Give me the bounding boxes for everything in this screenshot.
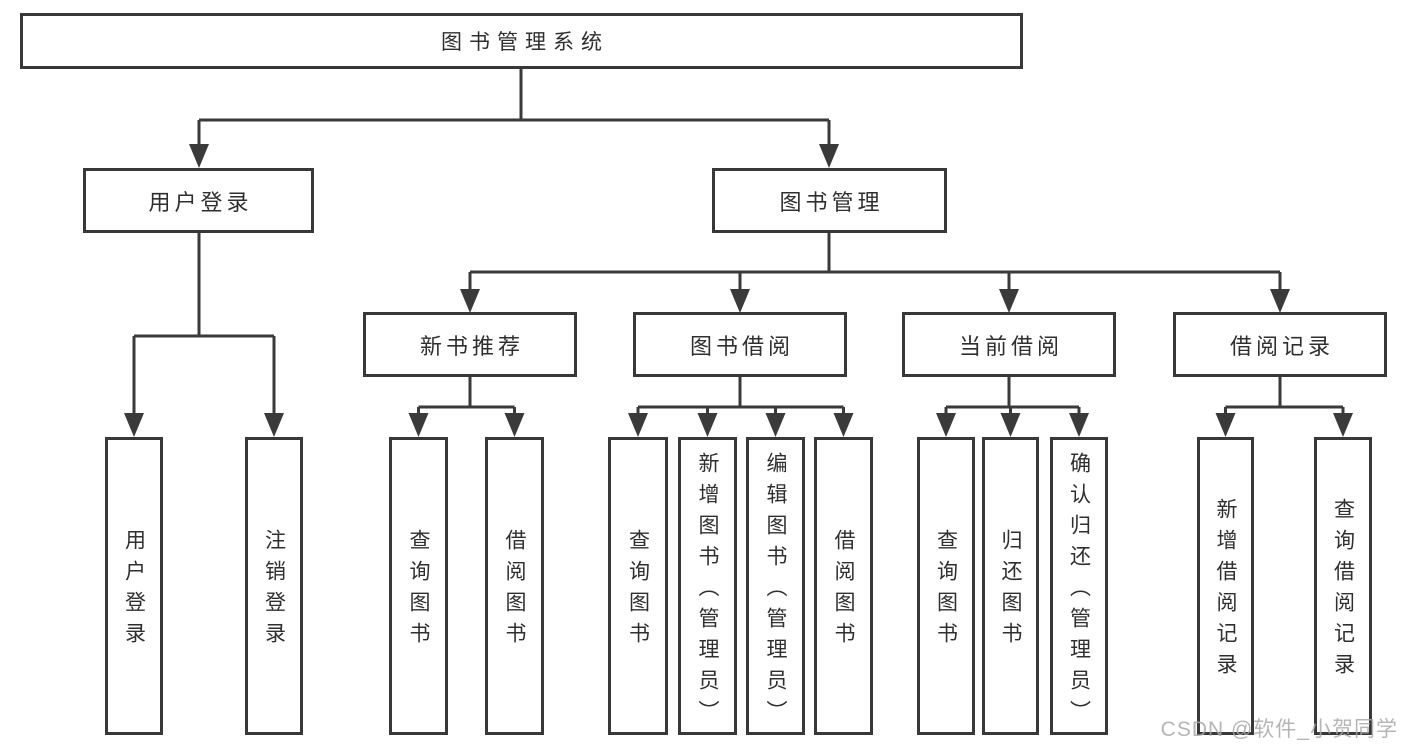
node-label: 图书管理: [779, 189, 884, 215]
leaf-label: 归还图书: [999, 529, 1022, 653]
leaf-edit-book-admin: 编辑图书（管理员）: [746, 437, 805, 735]
leaf-label: 编辑图书（管理员）: [764, 451, 787, 731]
leaf-confirm-return-admin: 确认归还（管理员）: [1050, 437, 1108, 735]
leaf-add-book-admin: 新增图书（管理员）: [678, 437, 737, 735]
node-book-management: 图书管理: [712, 168, 947, 233]
leaf-query-books-borrow: 查询图书: [608, 437, 668, 735]
csdn-watermark: CSDN @软件_小贺同学: [1160, 718, 1398, 741]
connector-book-management-branch: [460, 233, 1290, 313]
leaf-label: 查询借阅记录: [1331, 498, 1355, 684]
node-borrow-records: 借阅记录: [1173, 312, 1387, 377]
leaf-label: 确认归还（管理员）: [1067, 451, 1091, 731]
node-library-management-system: 图书管理系统: [20, 13, 1023, 69]
leaf-add-borrow-record: 新增借阅记录: [1197, 437, 1254, 735]
leaf-label: 新增借阅记录: [1214, 498, 1237, 684]
leaf-query-books-current: 查询图书: [917, 437, 975, 735]
connector-borrow-records-branch: [1215, 377, 1353, 437]
node-new-book-recommend: 新书推荐: [363, 312, 577, 377]
node-book-borrow: 图书借阅: [633, 312, 847, 377]
leaf-label: 用户登录: [122, 529, 146, 653]
leaf-borrow-books-recommend: 借阅图书: [485, 437, 544, 735]
node-label: 用户登录: [148, 189, 253, 215]
leaf-return-books: 归还图书: [982, 437, 1039, 735]
leaf-label: 借阅图书: [832, 529, 855, 653]
leaf-query-books-recommend: 查询图书: [389, 437, 448, 735]
node-current-borrow: 当前借阅: [902, 312, 1116, 377]
connector-new-book-branch: [408, 377, 525, 437]
connector-root-to-level2: [189, 69, 839, 168]
leaf-label: 注销登录: [262, 529, 286, 653]
node-label: 新书推荐: [419, 333, 524, 359]
node-label: 当前借阅: [958, 333, 1063, 359]
node-label: 图书管理系统: [441, 31, 609, 54]
connector-current-borrow-branch: [936, 377, 1089, 437]
node-label: 借阅记录: [1229, 333, 1334, 359]
leaf-label: 查询图书: [407, 529, 430, 653]
leaf-label: 查询图书: [626, 529, 650, 653]
leaf-logout: 注销登录: [245, 437, 303, 735]
leaf-label: 借阅图书: [503, 529, 526, 653]
connector-user-login-branch: [124, 233, 284, 437]
connector-book-borrow-branch: [628, 377, 854, 437]
node-user-login: 用户登录: [83, 168, 314, 233]
leaf-user-login: 用户登录: [105, 437, 163, 735]
leaf-label: 查询图书: [934, 529, 958, 653]
leaf-borrow-books: 借阅图书: [814, 437, 873, 735]
leaf-query-borrow-record: 查询借阅记录: [1314, 437, 1372, 735]
node-label: 图书借阅: [689, 333, 794, 359]
leaf-label: 新增图书（管理员）: [696, 451, 719, 731]
